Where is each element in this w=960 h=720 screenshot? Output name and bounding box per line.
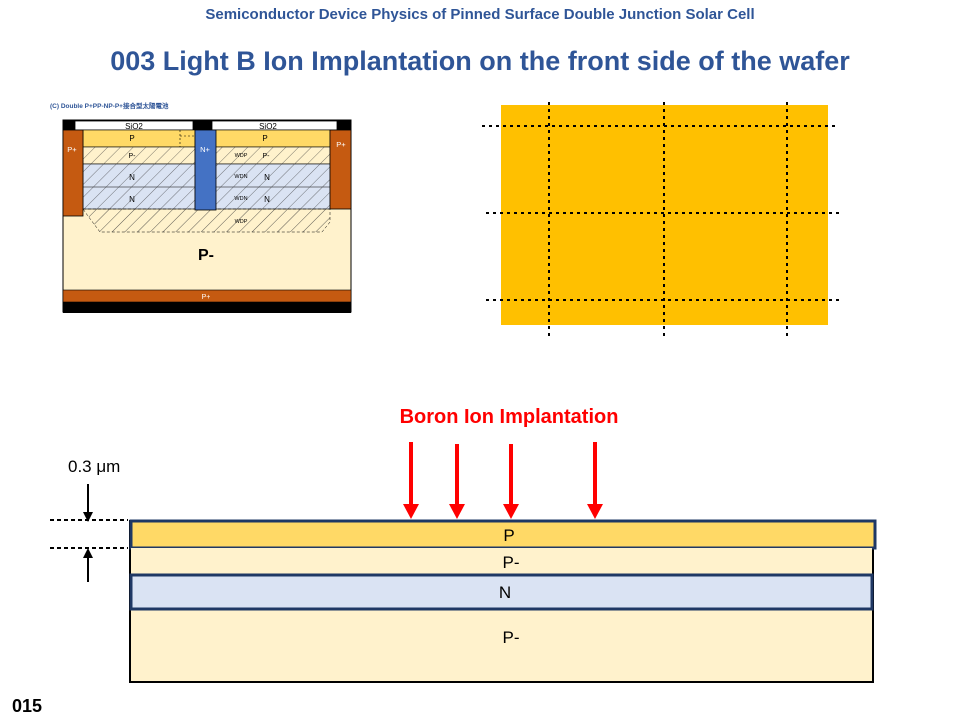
cell-diagram-caption: (C) Double P+PP-NP-P+接合型太陽電池 <box>50 101 169 110</box>
oxide-right-label: SiO2 <box>259 122 277 131</box>
p-plus-contact-right <box>329 129 352 210</box>
layer-n-label: N <box>499 583 511 602</box>
layer-p-minus-label: P- <box>503 553 520 572</box>
back-contact-label: P+ <box>202 294 211 301</box>
cell-diagram: (C) Double P+PP-NP-P+接合型太陽電池 SiO2 SiO2 P… <box>50 101 352 313</box>
pminus-layer-label: P- <box>129 153 137 160</box>
layer-cross-section: Boron Ion Implantation P P- N P- 0.3 μm <box>50 406 877 683</box>
arrow-head <box>83 512 93 522</box>
wafer-top-view <box>482 102 842 340</box>
n-plus-label: N+ <box>200 145 210 154</box>
right-n-lower-label: N <box>264 195 270 204</box>
layer-substrate-label: P- <box>503 628 520 647</box>
p-plus-left-label: P+ <box>67 145 77 154</box>
arrow-head <box>587 504 603 519</box>
layer-p <box>129 519 877 550</box>
p-layer-label: P <box>129 134 134 143</box>
n-plus-contact <box>194 129 217 211</box>
wdn-b-label: WDN <box>234 196 247 202</box>
implant-arrows <box>403 442 603 519</box>
layer-n <box>129 573 874 611</box>
substrate-label: P- <box>198 247 214 264</box>
implant-label: Boron Ion Implantation <box>400 406 619 428</box>
p-plus-right-label: P+ <box>336 140 346 149</box>
layer-p-label: P <box>503 526 514 545</box>
slide-number: 015 <box>12 696 43 716</box>
right-pminus-label: P- <box>263 153 271 160</box>
slide-title: 003 Light B Ion Implantation on the fron… <box>110 46 850 76</box>
arrow-head <box>403 504 419 519</box>
slide-subtitle: Semiconductor Device Physics of Pinned S… <box>205 6 755 23</box>
wdp-bottom-label: WDP <box>235 219 248 225</box>
p-plus-contact-left <box>62 129 84 217</box>
oxide-left-label: SiO2 <box>125 122 143 131</box>
cell-p-layer-left <box>82 129 196 148</box>
depth-label: 0.3 μm <box>68 457 120 476</box>
n-layer-label: N <box>129 173 135 182</box>
cell-p-layer-right <box>212 129 331 148</box>
right-n-label: N <box>264 173 270 182</box>
n-layer-lower-label: N <box>129 195 135 204</box>
back-metal <box>63 302 351 313</box>
arrow-head <box>503 504 519 519</box>
cell-top-cap <box>63 120 351 130</box>
layer-p-minus <box>131 548 872 575</box>
arrow-head <box>83 548 93 558</box>
arrow-head <box>449 504 465 519</box>
depletion-hatch-bottom <box>82 208 331 233</box>
depletion-hatch <box>83 147 330 209</box>
wdn-a-label: WDN <box>234 174 247 180</box>
wdp-top-label: WDP <box>235 153 248 159</box>
right-p-label: P <box>262 134 267 143</box>
